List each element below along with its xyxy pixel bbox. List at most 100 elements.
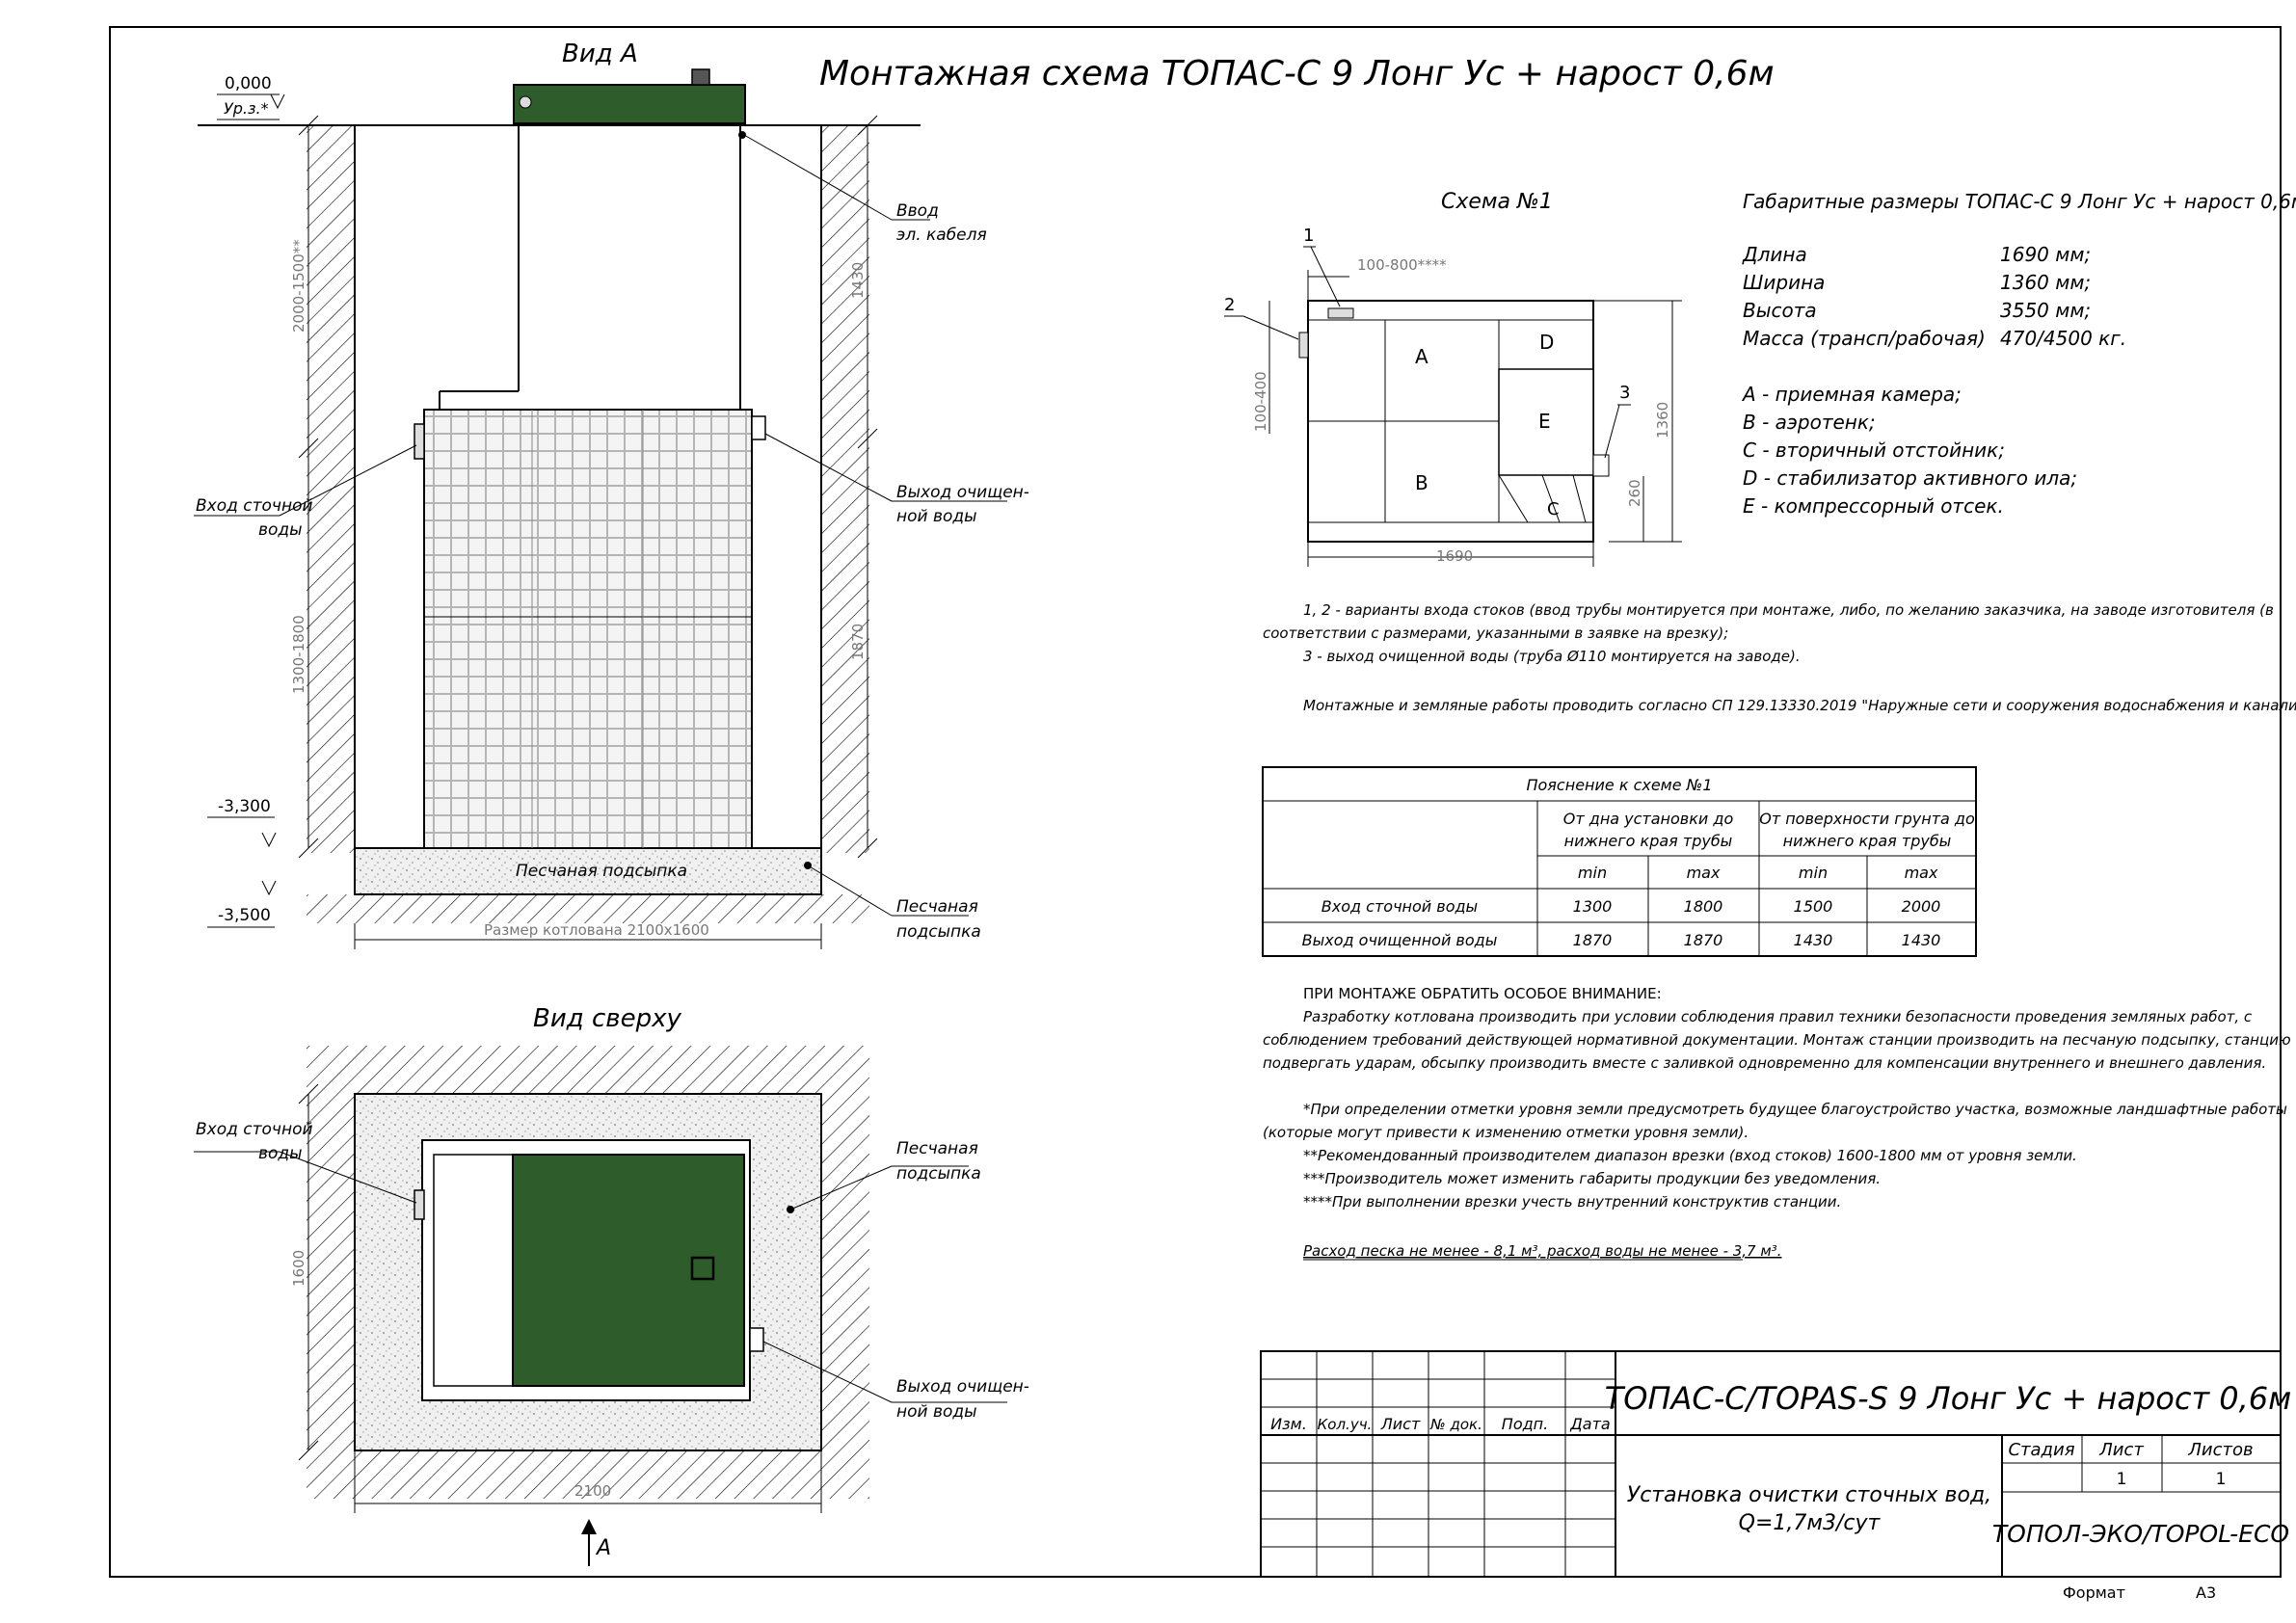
outlet-label-2: ной воды xyxy=(896,507,977,526)
top-sand-label-1: Песчаная xyxy=(896,1139,978,1158)
footnote-2: **Рекомендованный производителем диапазо… xyxy=(1303,1147,2077,1164)
n2-leader xyxy=(1242,315,1299,340)
table-group1-l2: нижнего края трубы xyxy=(1564,832,1733,850)
note-variants-2: соответствии с размерами, указанными в з… xyxy=(1263,625,1728,642)
col-kol: Кол.уч. xyxy=(1318,1416,1373,1433)
spec-value-3: 470/4500 кг. xyxy=(2000,327,2126,350)
sand-label-1: Песчаная xyxy=(896,897,978,917)
ground-hatch-bottom xyxy=(307,894,869,923)
attention-p1-3: подвергать ударам, обсыпку производить в… xyxy=(1263,1054,2266,1072)
stamp-sheets-val: 1 xyxy=(2216,1470,2227,1489)
top-outlet-label-2: ной воды xyxy=(896,1402,977,1422)
tank-lid xyxy=(513,84,746,124)
page-title: Монтажная схема ТОПАС-С 9 Лонг Ус + наро… xyxy=(819,54,1775,93)
stamp-sheet: Лист xyxy=(2098,1440,2144,1460)
scheme-pipe-1 xyxy=(1327,307,1354,319)
stamp-description-1: Установка очистки сточных вод, xyxy=(1627,1483,1991,1507)
table-row-0-v4: 2000 xyxy=(1902,897,1941,916)
scheme-n3: 3 xyxy=(1619,383,1630,403)
note-variants-1: 1, 2 - варианты входа стоков (ввод трубы… xyxy=(1303,601,2274,619)
footnote-4: ****При выполнении врезки учесть внутрен… xyxy=(1303,1193,1841,1211)
sand-leader xyxy=(807,865,893,917)
top-tank-frame xyxy=(433,1154,514,1387)
lid-bolt xyxy=(519,95,532,109)
table-group1-l1: От дна установки до xyxy=(1563,810,1734,828)
top-inlet-pipe xyxy=(414,1189,425,1220)
table-max-2: max xyxy=(1905,864,1938,882)
sand-label-2: подсыпка xyxy=(896,922,981,942)
table-row-0-v3: 1500 xyxy=(1794,897,1833,916)
top-sand-label-2: подсыпка xyxy=(896,1164,981,1184)
top-outlet-leader xyxy=(762,1341,893,1403)
top-lid-valve xyxy=(690,1256,715,1281)
inlet-label-2: воды xyxy=(258,520,303,540)
table-border xyxy=(1262,766,1977,957)
dim-tick-3 xyxy=(298,838,319,859)
top-outlet-pipe xyxy=(749,1327,764,1352)
spec-name-2: Высота xyxy=(1743,299,1817,322)
spec-name-1: Ширина xyxy=(1743,271,1825,294)
zone-e: E xyxy=(1538,410,1551,433)
table-row-1-v2: 1870 xyxy=(1684,931,1723,949)
level-ground-sub: Ур.з.* xyxy=(224,99,269,118)
top-lid xyxy=(512,1154,745,1387)
stamp-sheets: Листов xyxy=(2187,1440,2253,1460)
table-min-1: min xyxy=(1578,864,1607,882)
outlet-pipe xyxy=(751,415,766,440)
top-dim-2100: 2100 xyxy=(574,1482,611,1500)
table-row-1-v4: 1430 xyxy=(1902,931,1941,949)
format-label: Формат xyxy=(2063,1583,2125,1602)
pit-size: Размер котлована 2100х1600 xyxy=(484,921,709,939)
dim-depth: 2000-1500** xyxy=(290,239,307,333)
spec-value-0: 1690 мм; xyxy=(2000,243,2091,266)
spec-name-3: Масса (трансп/рабочая) xyxy=(1743,327,1986,350)
dim-r-tick-2 xyxy=(857,428,878,449)
level-pit-mark xyxy=(261,880,277,896)
cable-leader xyxy=(743,134,893,221)
dim-tick-2 xyxy=(298,438,319,459)
zone-a: A xyxy=(1415,345,1428,368)
stamp-border xyxy=(1260,1350,2282,1578)
attention-block: ПРИ МОНТАЖЕ ОБРАТИТЬ ОСОБОЕ ВНИМАНИЕ: Ра… xyxy=(1263,985,2296,1261)
table-min-2: min xyxy=(1799,864,1828,882)
tank-body xyxy=(423,409,753,849)
scheme-zone-c xyxy=(1498,474,1587,523)
footnote-1-2: (которые могут привести к изменению отме… xyxy=(1263,1124,1749,1141)
inlet-pipe xyxy=(414,423,425,460)
stamp-product: ТОПАС-С/TOPAS-S 9 Лонг Ус + нарост 0,6м xyxy=(1605,1380,2292,1417)
table-max-1: max xyxy=(1687,864,1721,882)
table-row-0-v2: 1800 xyxy=(1684,897,1723,916)
dim-1690: 1690 xyxy=(1436,547,1473,565)
legend-1: В - аэротенк; xyxy=(1743,411,1876,434)
lid-valve xyxy=(691,68,710,86)
table-group2-l1: От поверхности грунта до xyxy=(1759,810,1975,828)
scheme-n1: 1 xyxy=(1303,226,1314,246)
dim-1430: 1430 xyxy=(849,262,867,299)
explanation-table: Пояснение к схеме №1 От дна установки до… xyxy=(1262,766,1977,957)
footnote-3: ***Производитель может изменить габариты… xyxy=(1303,1170,1881,1187)
legend-0: А - приемная камера; xyxy=(1741,383,1962,406)
sheet-frame xyxy=(109,26,2282,1578)
format-value: А3 xyxy=(2196,1583,2216,1602)
dim-1870: 1870 xyxy=(849,624,867,660)
spec-value-2: 3550 мм; xyxy=(2000,299,2091,322)
stamp-sheet-val: 1 xyxy=(2117,1470,2127,1489)
dim-100-800: 100-800**** xyxy=(1357,256,1447,274)
n3-leader xyxy=(1604,404,1620,459)
scheme-1: Схема №1 A B C D E 1 2 3 100-800**** xyxy=(1224,190,1682,567)
attention-p1-2: соблюдением требований действующей норма… xyxy=(1263,1031,2296,1049)
table-row-0-v1: 1300 xyxy=(1573,897,1613,916)
level-ground: 0,000 xyxy=(225,74,272,93)
scheme-n2: 2 xyxy=(1224,295,1235,315)
top-inlet-label-1: Вход сточной xyxy=(196,1120,313,1139)
spec-value-1: 1360 мм; xyxy=(2000,271,2091,294)
consumption-note: Расход песка не менее - 8,1 м³, расход в… xyxy=(1303,1242,1781,1260)
col-data: Дата xyxy=(1569,1415,1610,1433)
cable-label-2: эл. кабеля xyxy=(896,226,987,245)
zone-b: B xyxy=(1415,471,1428,494)
table-caption: Пояснение к схеме №1 xyxy=(1526,776,1712,794)
col-list: Лист xyxy=(1380,1415,1421,1433)
dim-inlet: 1300-1800 xyxy=(290,615,307,694)
col-izm: Изм. xyxy=(1270,1415,1307,1433)
